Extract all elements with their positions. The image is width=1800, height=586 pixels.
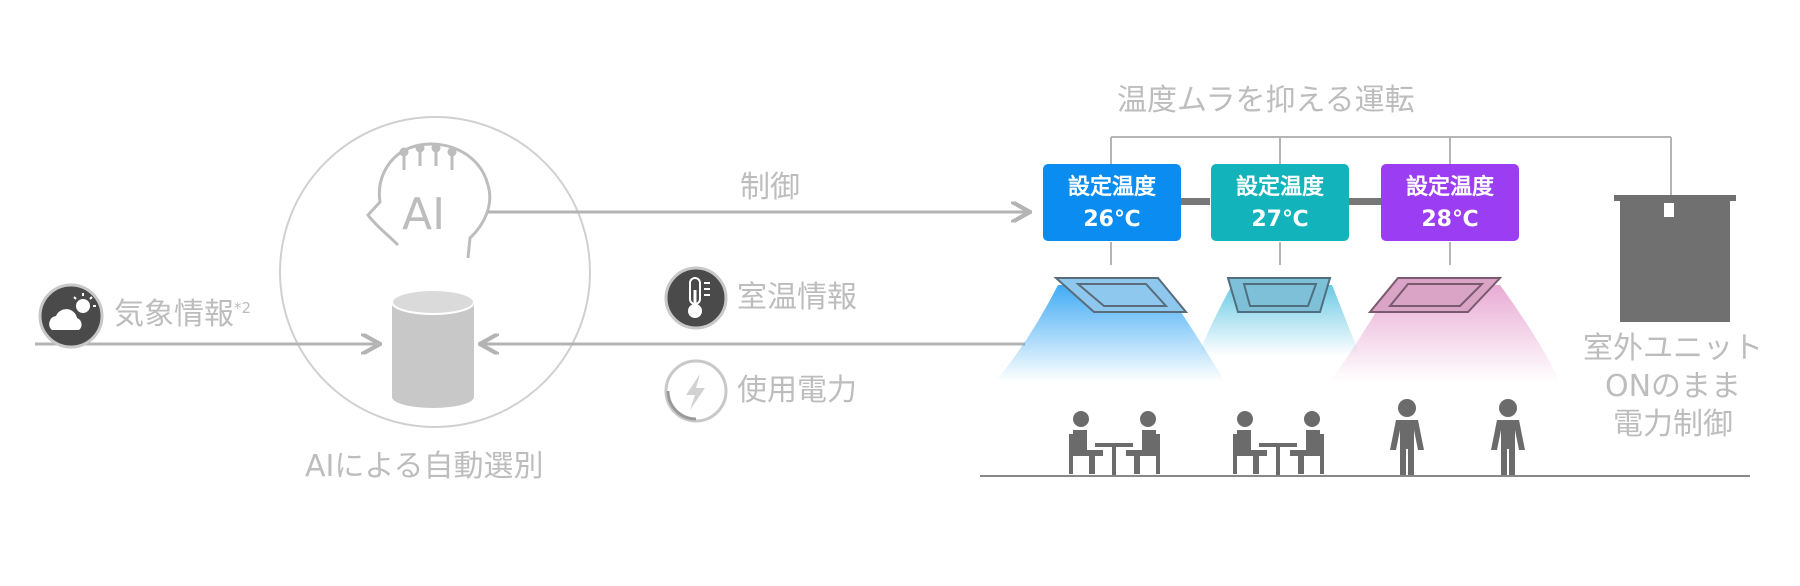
ac-drop-lines	[1110, 242, 1451, 265]
thermometer-icon	[664, 266, 728, 330]
database-icon	[391, 289, 475, 408]
lightning-icon	[664, 359, 728, 423]
ceiling-ac-icon	[1226, 277, 1332, 313]
standing-person-1	[1390, 399, 1424, 475]
distribution-line	[1110, 136, 1672, 200]
badge-connector	[1180, 198, 1210, 205]
standing-person-2	[1491, 399, 1525, 475]
ceiling-ac-icon	[1367, 277, 1503, 313]
control-label: 制御	[740, 170, 800, 205]
table-icon	[1259, 443, 1297, 447]
meeting-group-2	[1233, 411, 1324, 475]
ai-head-icon	[366, 142, 492, 259]
weather-icon	[38, 283, 104, 349]
weather-label: 気象情報*2	[114, 297, 252, 332]
weather-note: *2	[234, 299, 252, 317]
ai-label: AI	[402, 189, 446, 240]
ai-circle	[279, 116, 591, 428]
power-label: 使用電力	[737, 373, 857, 408]
diagram-title: 温度ムラを抑える運転	[1117, 83, 1415, 118]
ai-caption: AIによる自動選別	[305, 449, 544, 484]
meeting-group-1	[1069, 411, 1160, 475]
ceiling-ac-icon	[1053, 277, 1189, 313]
outdoor-unit-icon	[1614, 195, 1736, 322]
badge-connector	[1349, 198, 1382, 205]
room-temp-label: 室温情報	[737, 280, 857, 315]
outdoor-unit-caption: 室外ユニット ONのまま 電力制御	[1583, 331, 1763, 442]
table-icon	[1095, 443, 1133, 447]
